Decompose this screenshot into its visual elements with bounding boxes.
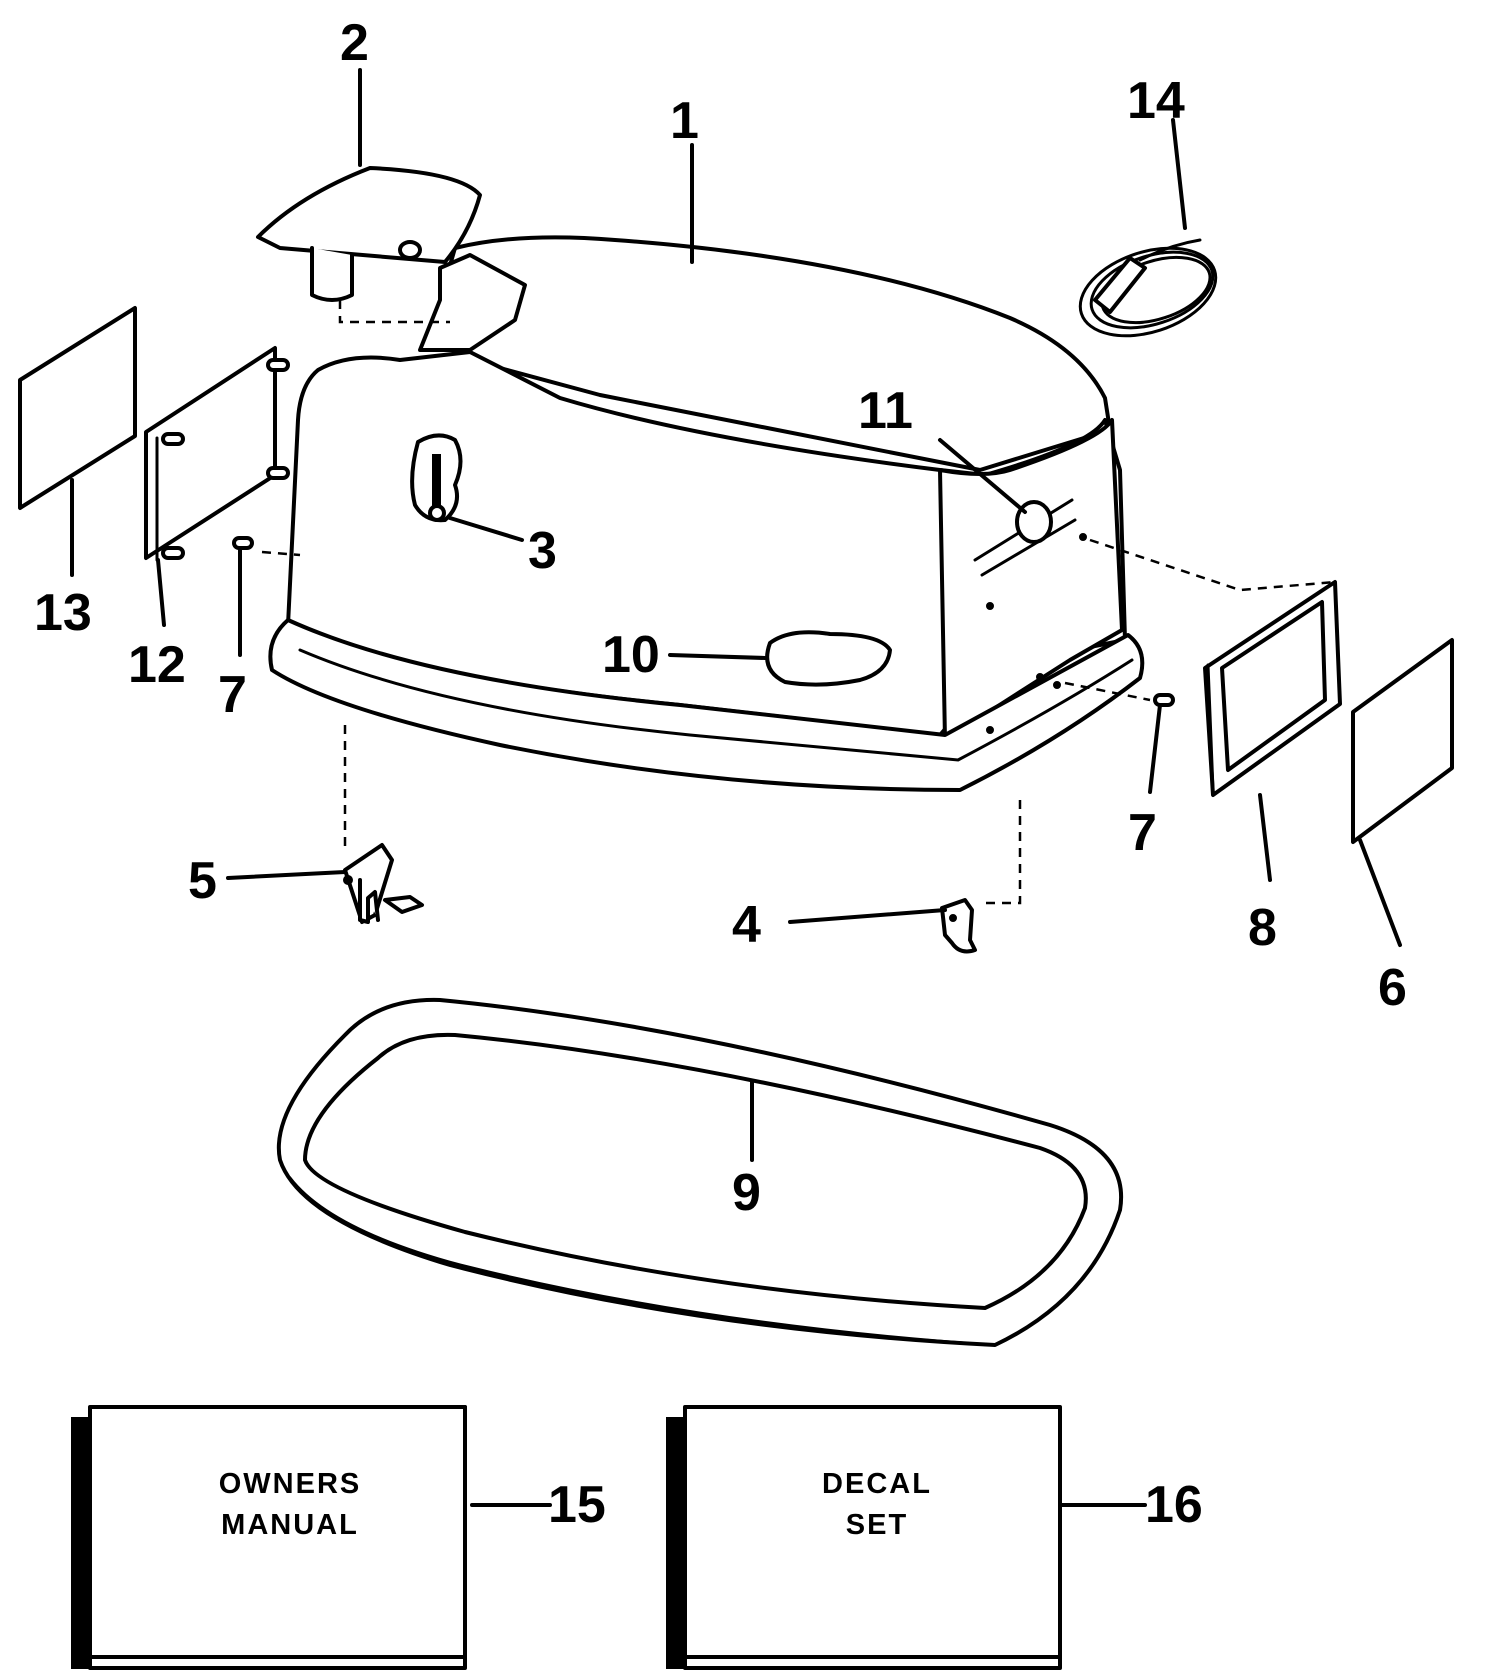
callout-7-left: 7 [218,666,247,724]
decal-set-box-part-16 [666,1405,1062,1670]
alignment-lines [261,300,1336,905]
decal-set-label-line1: DECAL [822,1468,932,1500]
callout-numbers: 1 2 3 4 5 6 7 7 8 9 10 11 12 13 14 15 16 [34,14,1407,1534]
fastener-part-7-left [232,536,254,550]
frame-part-12 [144,346,290,562]
box-labels: OWNERS MANUAL DECAL SET [219,1468,932,1541]
callout-15: 15 [548,1476,606,1534]
callout-16: 16 [1145,1476,1203,1534]
bracket-part-4 [940,898,977,954]
seal-part-9 [276,997,1124,1347]
callout-5: 5 [188,852,217,910]
frame-part-8 [1203,580,1342,797]
decal-set-label-line2: SET [846,1509,908,1541]
callout-8: 8 [1248,899,1277,957]
bracket-part-5 [343,843,424,924]
owners-manual-box-part-15 [71,1405,467,1670]
decal-plate-part-6 [1351,638,1454,844]
callout-10: 10 [602,626,660,684]
decal-patch-part-10 [765,630,892,687]
callout-9: 9 [732,1164,761,1222]
callout-2: 2 [340,14,369,72]
owners-manual-label-line2: MANUAL [221,1509,359,1541]
callout-6: 6 [1378,959,1407,1017]
callout-1: 1 [670,92,699,150]
fastener-part-7-right [1153,693,1175,707]
motor-cover-part-1 [268,235,1145,792]
callout-7-right: 7 [1128,804,1157,862]
callout-12: 12 [128,636,186,694]
callout-3: 3 [528,522,557,580]
cover-cap-part-2 [256,166,482,302]
cable-part-14 [1078,238,1218,338]
callout-14: 14 [1127,72,1185,130]
callout-4: 4 [732,896,761,954]
callout-13: 13 [34,584,92,642]
owners-manual-label-line1: OWNERS [219,1468,362,1500]
decal-plate-part-13 [18,306,137,510]
callout-11: 11 [858,382,913,440]
leader-lines [70,68,1402,1507]
